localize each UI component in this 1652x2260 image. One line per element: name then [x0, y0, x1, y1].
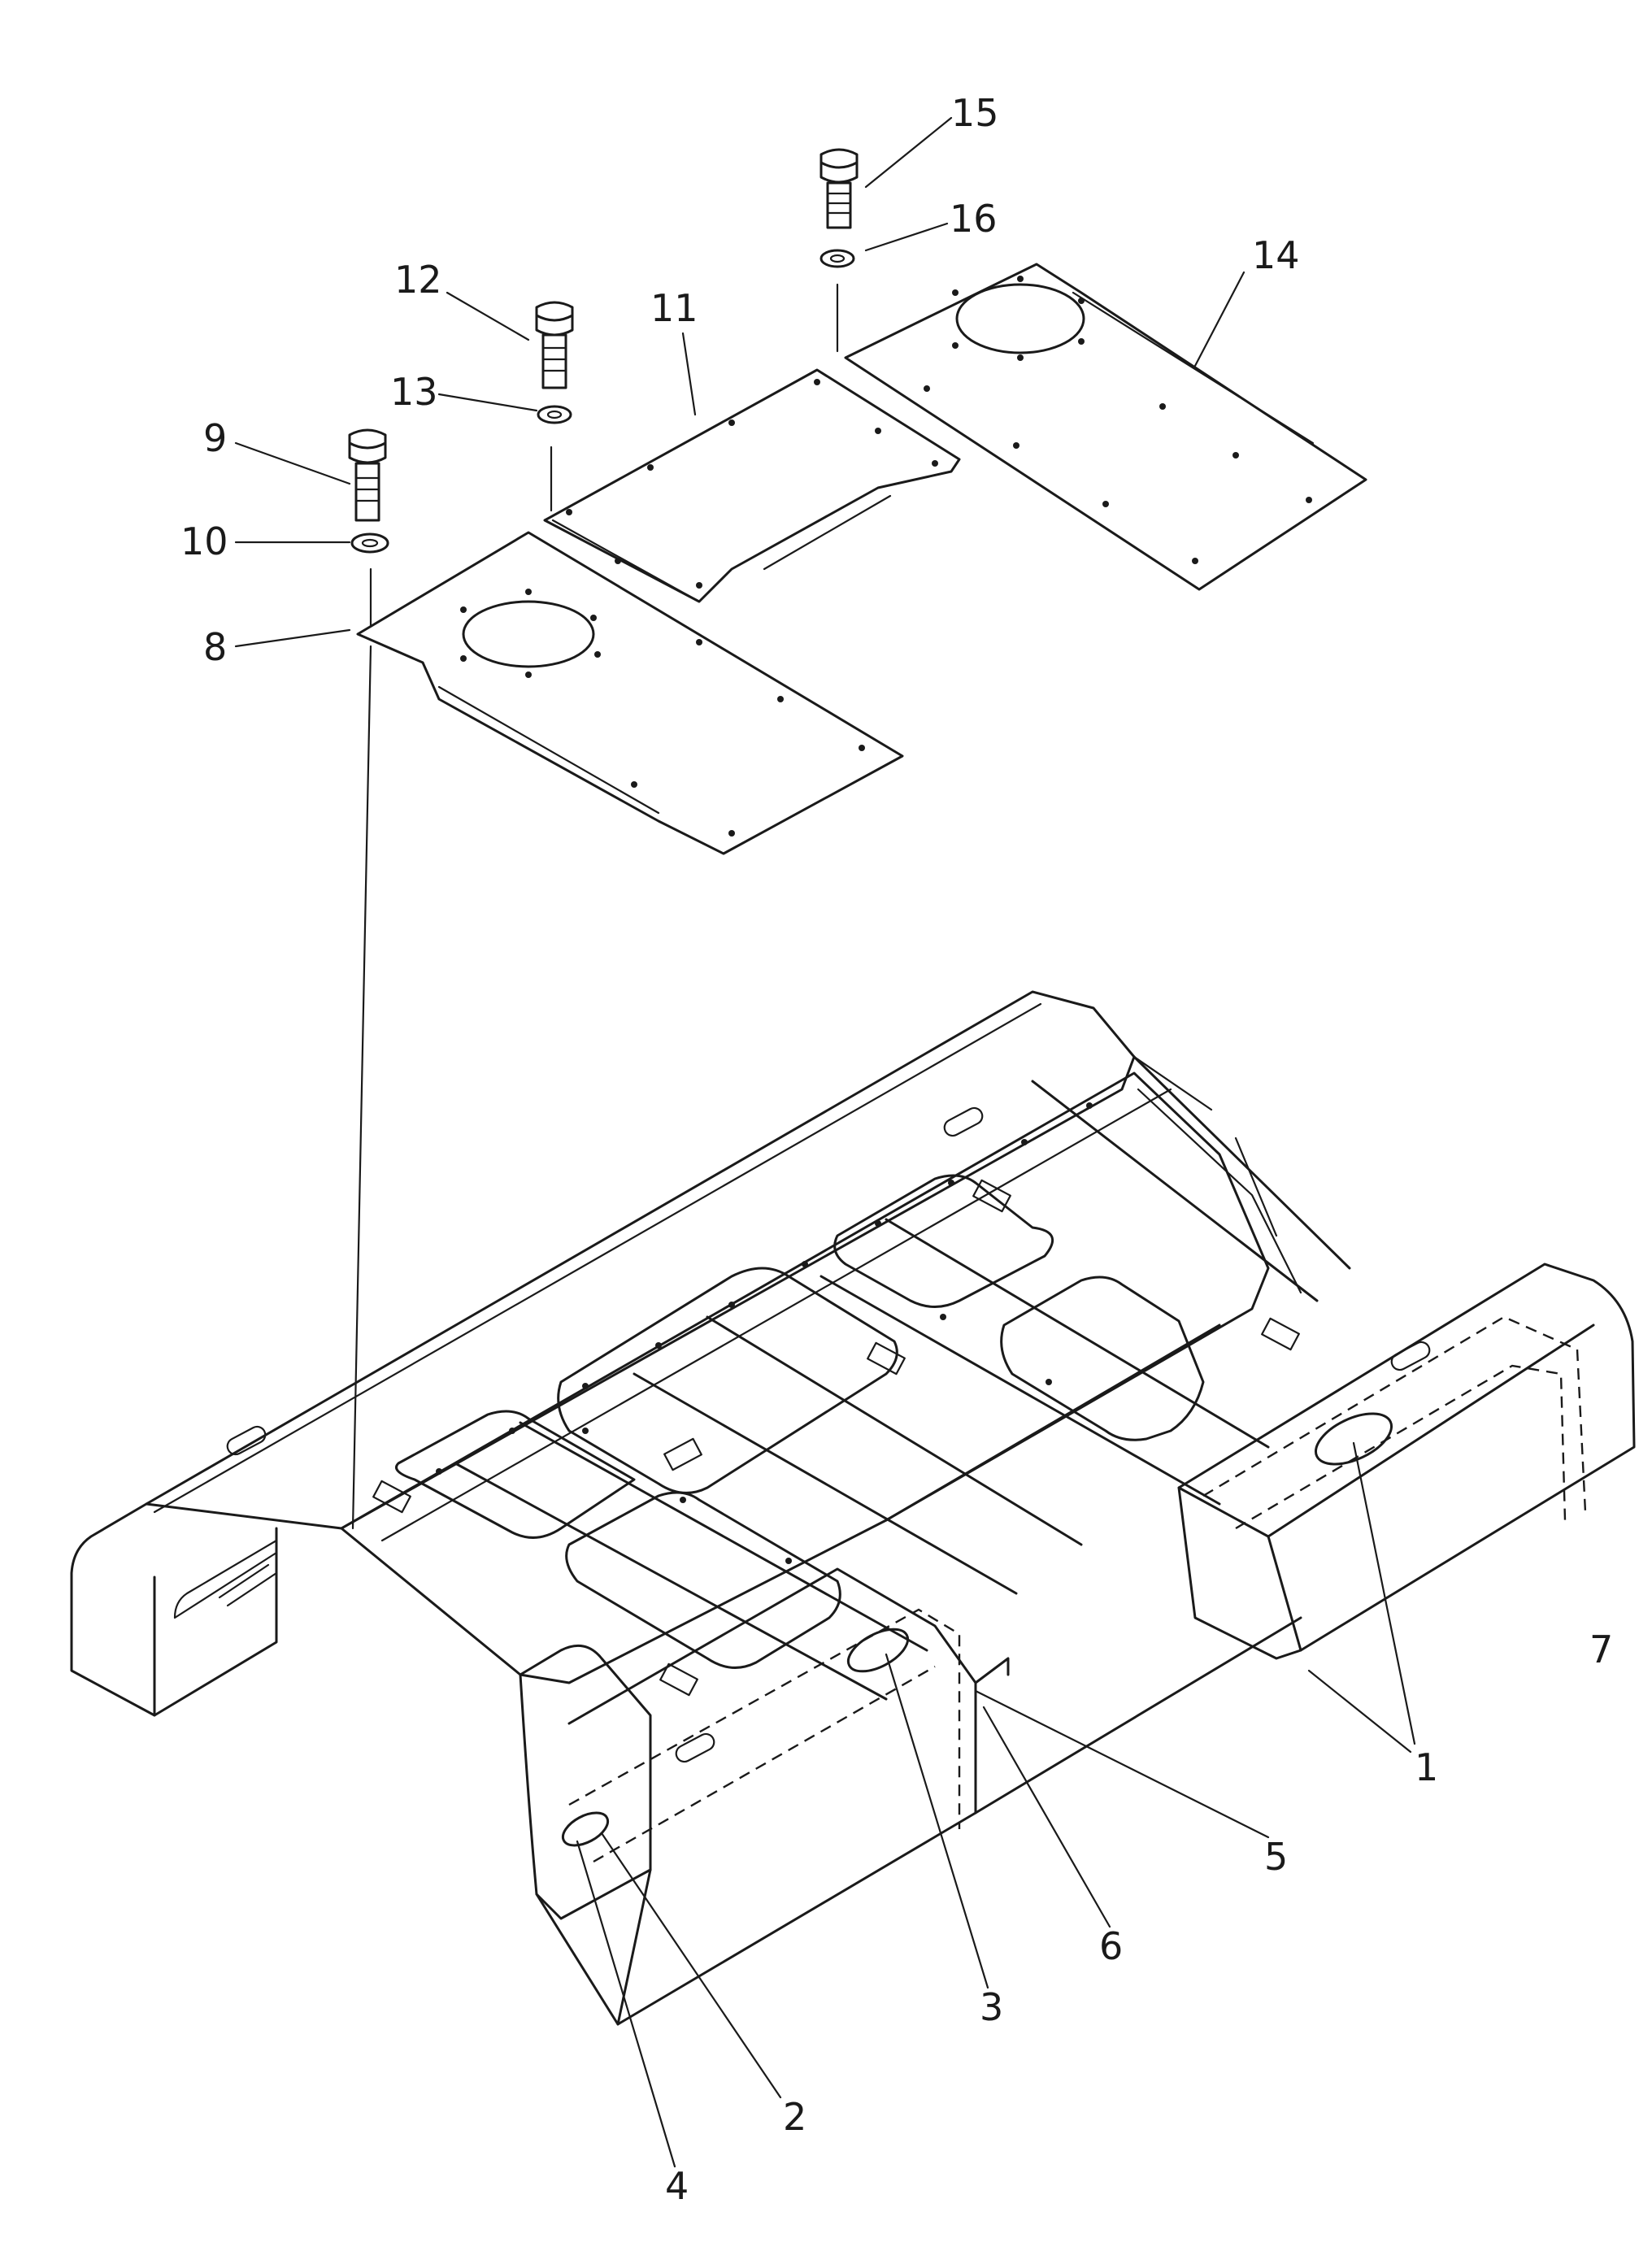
- callout-labels: 1 2 3 4 5 6 7 8 9 10 11 12 13 14 15 16: [180, 91, 1613, 2208]
- callout-1: 1: [1415, 1745, 1438, 1789]
- washer-10: [350, 532, 389, 554]
- callout-3: 3: [980, 1985, 1003, 2029]
- bolt-15: [819, 148, 859, 229]
- callout-14: 14: [1252, 233, 1300, 277]
- bolt-12: [535, 301, 574, 389]
- callout-2: 2: [783, 2095, 806, 2139]
- washer-16: [819, 249, 855, 268]
- bolt-9: [348, 428, 387, 522]
- callout-13: 13: [390, 370, 438, 414]
- main-frame-1: [70, 990, 1636, 2026]
- plate-bolt-holes: [460, 276, 1312, 837]
- cover-plate-11: [543, 368, 961, 603]
- cover-plate-14: [844, 263, 1367, 591]
- washer-13: [537, 405, 572, 424]
- callout-5: 5: [1264, 1835, 1288, 1879]
- callout-6: 6: [1099, 1924, 1123, 1968]
- callout-4: 4: [665, 2164, 689, 2208]
- callout-10: 10: [180, 519, 228, 563]
- callout-11: 11: [650, 286, 698, 330]
- callout-7: 7: [1589, 1628, 1613, 1671]
- cover-plate-8: [356, 531, 904, 855]
- leader-lines: [234, 116, 1416, 2168]
- callout-9: 9: [203, 416, 227, 460]
- callout-8: 8: [203, 625, 227, 669]
- callout-16: 16: [950, 197, 998, 241]
- assembly-line-plate-8: [351, 645, 372, 1530]
- callout-15: 15: [951, 91, 999, 135]
- callout-12: 12: [394, 258, 442, 302]
